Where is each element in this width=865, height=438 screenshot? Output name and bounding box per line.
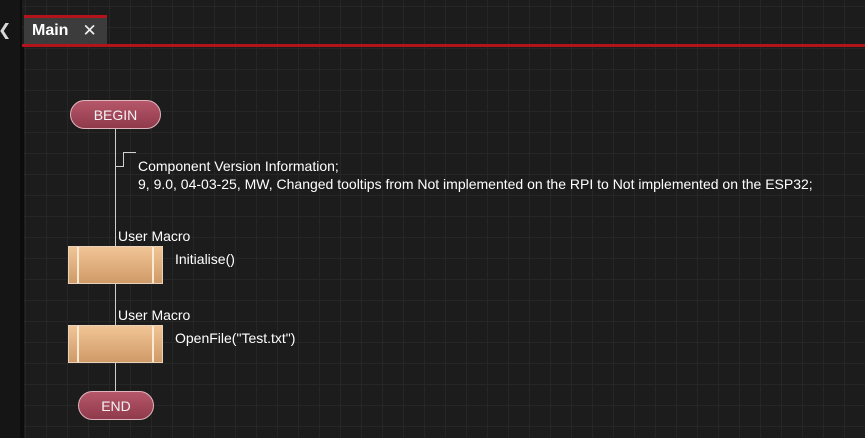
- comment-line-2[interactable]: 9, 9.0, 04-03-25, MW, Changed tooltips f…: [138, 176, 813, 192]
- macro-block-openfile[interactable]: [68, 325, 163, 363]
- end-label: END: [101, 397, 131, 414]
- comment-connector: [116, 166, 123, 167]
- tab-main-label: Main: [32, 22, 69, 39]
- close-icon[interactable]: ✕: [82, 21, 97, 40]
- macro-type-label: User Macro: [118, 307, 191, 323]
- flowchart-canvas[interactable]: [22, 47, 865, 438]
- end-terminator[interactable]: END: [78, 391, 154, 420]
- tab-bar: Main ✕: [22, 0, 865, 46]
- comment-bracket: [123, 152, 136, 167]
- tab-main[interactable]: Main ✕: [24, 15, 107, 44]
- macro-bar-left: [77, 247, 79, 283]
- macro-type-label: User Macro: [118, 228, 191, 244]
- macro-bar-right: [152, 326, 154, 362]
- begin-terminator[interactable]: BEGIN: [70, 100, 161, 129]
- chevron-left-icon[interactable]: ❮: [0, 20, 11, 40]
- macro-bar-right: [152, 247, 154, 283]
- macro-call-label: OpenFile("Test.txt"): [175, 330, 296, 346]
- macro-bar-left: [77, 326, 79, 362]
- macro-block-initialise[interactable]: [68, 246, 163, 284]
- left-panel-edge[interactable]: ❮: [0, 0, 22, 438]
- begin-label: BEGIN: [93, 106, 138, 123]
- tab-active-underline: [22, 44, 865, 47]
- comment-line-1[interactable]: Component Version Information;: [138, 158, 339, 174]
- macro-call-label: Initialise(): [175, 251, 235, 267]
